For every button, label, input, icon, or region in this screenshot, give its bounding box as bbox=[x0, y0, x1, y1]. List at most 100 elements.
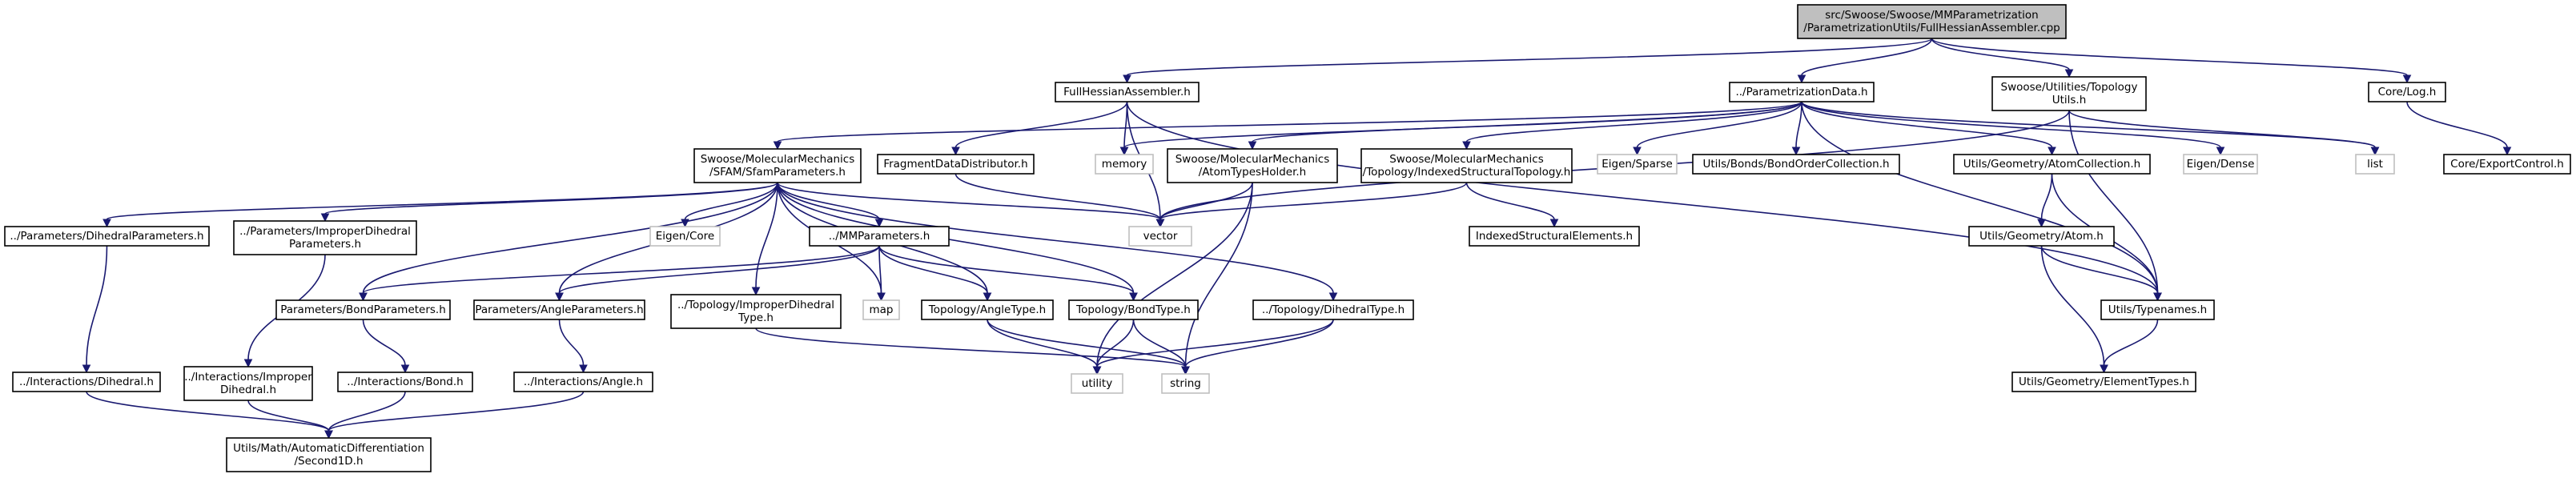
node-ist[interactable]: Swoose/MolecularMechanics/Topology/Index… bbox=[1360, 148, 1573, 183]
node-label-root: /ParametrizationUtils/FullHessianAssembl… bbox=[1803, 22, 2060, 34]
node-mmp[interactable]: ../MMParameters.h bbox=[809, 226, 950, 247]
node-box-anglep bbox=[473, 299, 645, 320]
edge-arrowhead-root-to-log bbox=[2402, 74, 2412, 84]
edge-arrowhead-pd-to-ath bbox=[1248, 141, 1257, 151]
node-pd[interactable]: ../ParametrizationData.h bbox=[1729, 82, 1875, 102]
node-box-ac bbox=[1953, 154, 2151, 175]
edge-log-to-exportctl bbox=[2406, 101, 2508, 148]
node-label-btype: Topology/BondType.h bbox=[1075, 303, 1191, 316]
node-box-ise bbox=[1469, 226, 1640, 247]
node-label-boc: Utils/Bonds/BondOrderCollection.h bbox=[1702, 158, 1889, 171]
node-box-atype bbox=[921, 299, 1054, 320]
node-boc[interactable]: Utils/Bonds/BondOrderCollection.h bbox=[1692, 154, 1900, 175]
node-box-bondp bbox=[275, 299, 451, 320]
node-autodiff[interactable]: Utils/Math/AutomaticDifferentiation/Seco… bbox=[226, 437, 432, 472]
edge-root-to-fha bbox=[1126, 38, 1933, 76]
node-box-itype bbox=[670, 294, 842, 329]
node-idih[interactable]: ../Interactions/Dihedral.h bbox=[12, 372, 161, 392]
node-box-memory bbox=[1095, 154, 1154, 175]
node-label-exportctl: Core/ExportControl.h bbox=[2450, 158, 2564, 171]
node-label-iangle: ../Interactions/Angle.h bbox=[524, 376, 643, 388]
edge-btype-to-string bbox=[1132, 319, 1187, 368]
edge-arrowhead-sfam-to-impp bbox=[320, 213, 330, 223]
edge-sfam-to-bondp bbox=[362, 182, 778, 294]
node-label-memory: memory bbox=[1102, 158, 1147, 171]
node-dihp[interactable]: ../Parameters/DihedralParameters.h bbox=[4, 226, 210, 247]
node-box-exportctl bbox=[2443, 154, 2571, 175]
edge-arrowhead-dihp-to-idih bbox=[82, 364, 91, 374]
node-label-elemtypes: Utils/Geometry/ElementTypes.h bbox=[2019, 376, 2189, 388]
node-iangle[interactable]: ../Interactions/Angle.h bbox=[513, 372, 653, 392]
node-label-impp: ../Parameters/ImproperDihedral bbox=[239, 225, 411, 238]
node-label-mmp: ../MMParameters.h bbox=[829, 230, 930, 243]
node-bondp[interactable]: Parameters/BondParameters.h bbox=[275, 299, 451, 320]
node-ac[interactable]: Utils/Geometry/AtomCollection.h bbox=[1953, 154, 2151, 175]
edge-fdd-to-vector bbox=[954, 173, 1161, 220]
edge-arrowhead-sfam-to-mmp bbox=[874, 219, 884, 228]
edge-arrowhead-pd-to-memory bbox=[1119, 147, 1129, 156]
edge-arrowhead-root-to-pd bbox=[1797, 74, 1806, 84]
edge-sfam-to-itype bbox=[755, 182, 778, 288]
node-iimp[interactable]: ../Interactions/ImproperDihedral.h bbox=[183, 366, 313, 401]
node-box-log bbox=[2368, 82, 2446, 102]
node-label-atom: Utils/Geometry/Atom.h bbox=[1979, 230, 2104, 243]
edge-arrowhead-bondp-to-ibond bbox=[400, 364, 410, 374]
node-fha[interactable]: FullHessianAssembler.h bbox=[1055, 82, 1200, 102]
node-typenames[interactable]: Utils/Typenames.h bbox=[2100, 299, 2215, 320]
node-fdd[interactable]: FragmentDataDistributor.h bbox=[877, 154, 1035, 175]
edge-arrowhead-typenames-to-elemtypes bbox=[2100, 364, 2108, 374]
node-dtype[interactable]: ../Topology/DihedralType.h bbox=[1252, 299, 1414, 320]
edge-bondp-to-ibond bbox=[362, 319, 406, 366]
node-atom[interactable]: Utils/Geometry/Atom.h bbox=[1968, 226, 2115, 247]
node-box-list bbox=[2355, 154, 2395, 175]
edge-atype-to-utility bbox=[987, 319, 1098, 368]
edge-anglep-to-iangle bbox=[558, 319, 585, 366]
edge-layer bbox=[82, 38, 2512, 440]
node-ibond[interactable]: ../Interactions/Bond.h bbox=[337, 372, 473, 392]
node-anglep[interactable]: Parameters/AngleParameters.h bbox=[473, 299, 645, 320]
edge-ath-to-string bbox=[1184, 182, 1253, 368]
node-impp[interactable]: ../Parameters/ImproperDihedralParameters… bbox=[233, 220, 417, 255]
edge-sfam-to-dtype bbox=[777, 182, 1334, 294]
node-label-ibond: ../Interactions/Bond.h bbox=[347, 376, 463, 388]
edge-arrowhead-ac-to-atom bbox=[2037, 219, 2046, 228]
edge-arrowhead-mmp-to-anglep bbox=[555, 292, 564, 302]
node-label-map: map bbox=[870, 303, 894, 316]
edge-iimp-to-autodiff bbox=[247, 400, 330, 432]
node-box-dihp bbox=[4, 226, 210, 247]
node-label-iimp: Dihedral.h bbox=[220, 384, 276, 396]
edge-arrowhead-topoutils-to-list bbox=[2370, 147, 2380, 156]
node-exportctl[interactable]: Core/ExportControl.h bbox=[2443, 154, 2571, 175]
node-label-atype: Topology/AngleType.h bbox=[928, 303, 1046, 316]
edge-dihp-to-idih bbox=[86, 245, 108, 366]
node-ath[interactable]: Swoose/MolecularMechanics/AtomTypesHolde… bbox=[1167, 148, 1338, 183]
edge-typenames-to-elemtypes bbox=[2103, 319, 2159, 366]
edge-ath-to-vector bbox=[1159, 182, 1253, 220]
node-btype[interactable]: Topology/BondType.h bbox=[1068, 299, 1199, 320]
node-box-iangle bbox=[513, 372, 653, 392]
node-label-ist: /Topology/IndexedStructuralTopology.h bbox=[1363, 166, 1571, 179]
edge-arrowhead-root-to-topoutils bbox=[2064, 69, 2074, 78]
node-box-autodiff bbox=[226, 437, 432, 472]
edge-mmp-to-btype bbox=[878, 245, 1135, 294]
node-label-pd: ../ParametrizationData.h bbox=[1735, 86, 1867, 98]
node-atype[interactable]: Topology/AngleType.h bbox=[921, 299, 1054, 320]
node-sfam[interactable]: Swoose/MolecularMechanics/SFAM/SfamParam… bbox=[693, 148, 862, 183]
edge-arrowhead-impp-to-iimp bbox=[243, 359, 253, 368]
edge-itype-to-string bbox=[755, 327, 1187, 368]
edge-sfam-to-ecore bbox=[684, 182, 778, 220]
edge-pd-to-ist bbox=[1465, 101, 1802, 143]
node-edense: Eigen/Dense bbox=[2183, 154, 2258, 175]
node-vector: vector bbox=[1128, 226, 1192, 247]
node-ise[interactable]: IndexedStructuralElements.h bbox=[1469, 226, 1640, 247]
edge-ath-to-utility bbox=[1096, 182, 1253, 368]
edge-dtype-to-string bbox=[1184, 319, 1334, 368]
node-elemtypes[interactable]: Utils/Geometry/ElementTypes.h bbox=[2011, 372, 2196, 392]
node-root[interactable]: src/Swoose/Swoose/MMParametrization/Para… bbox=[1797, 4, 2067, 39]
node-label-vector: vector bbox=[1143, 230, 1178, 243]
node-log[interactable]: Core/Log.h bbox=[2368, 82, 2446, 102]
edge-mmp-to-anglep bbox=[558, 245, 880, 294]
edge-arrowhead-sfam-to-dtype bbox=[1328, 292, 1338, 302]
